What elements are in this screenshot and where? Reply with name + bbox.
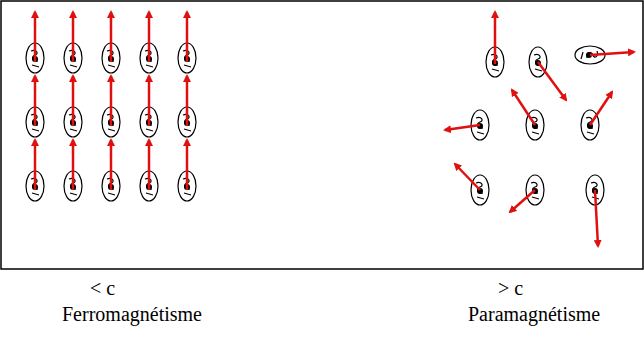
random-spins: [445, 12, 634, 246]
para-lattice: [471, 46, 605, 205]
frame: [1, 1, 643, 269]
aligned-spins: [35, 12, 187, 190]
ferro-lattice: [26, 43, 196, 201]
regime-name: Paramagnétisme: [468, 302, 600, 326]
temperature-condition: < c: [90, 276, 115, 300]
temperature-condition: > c: [498, 276, 523, 300]
regime-name: Ferromagnétisme: [62, 302, 202, 326]
